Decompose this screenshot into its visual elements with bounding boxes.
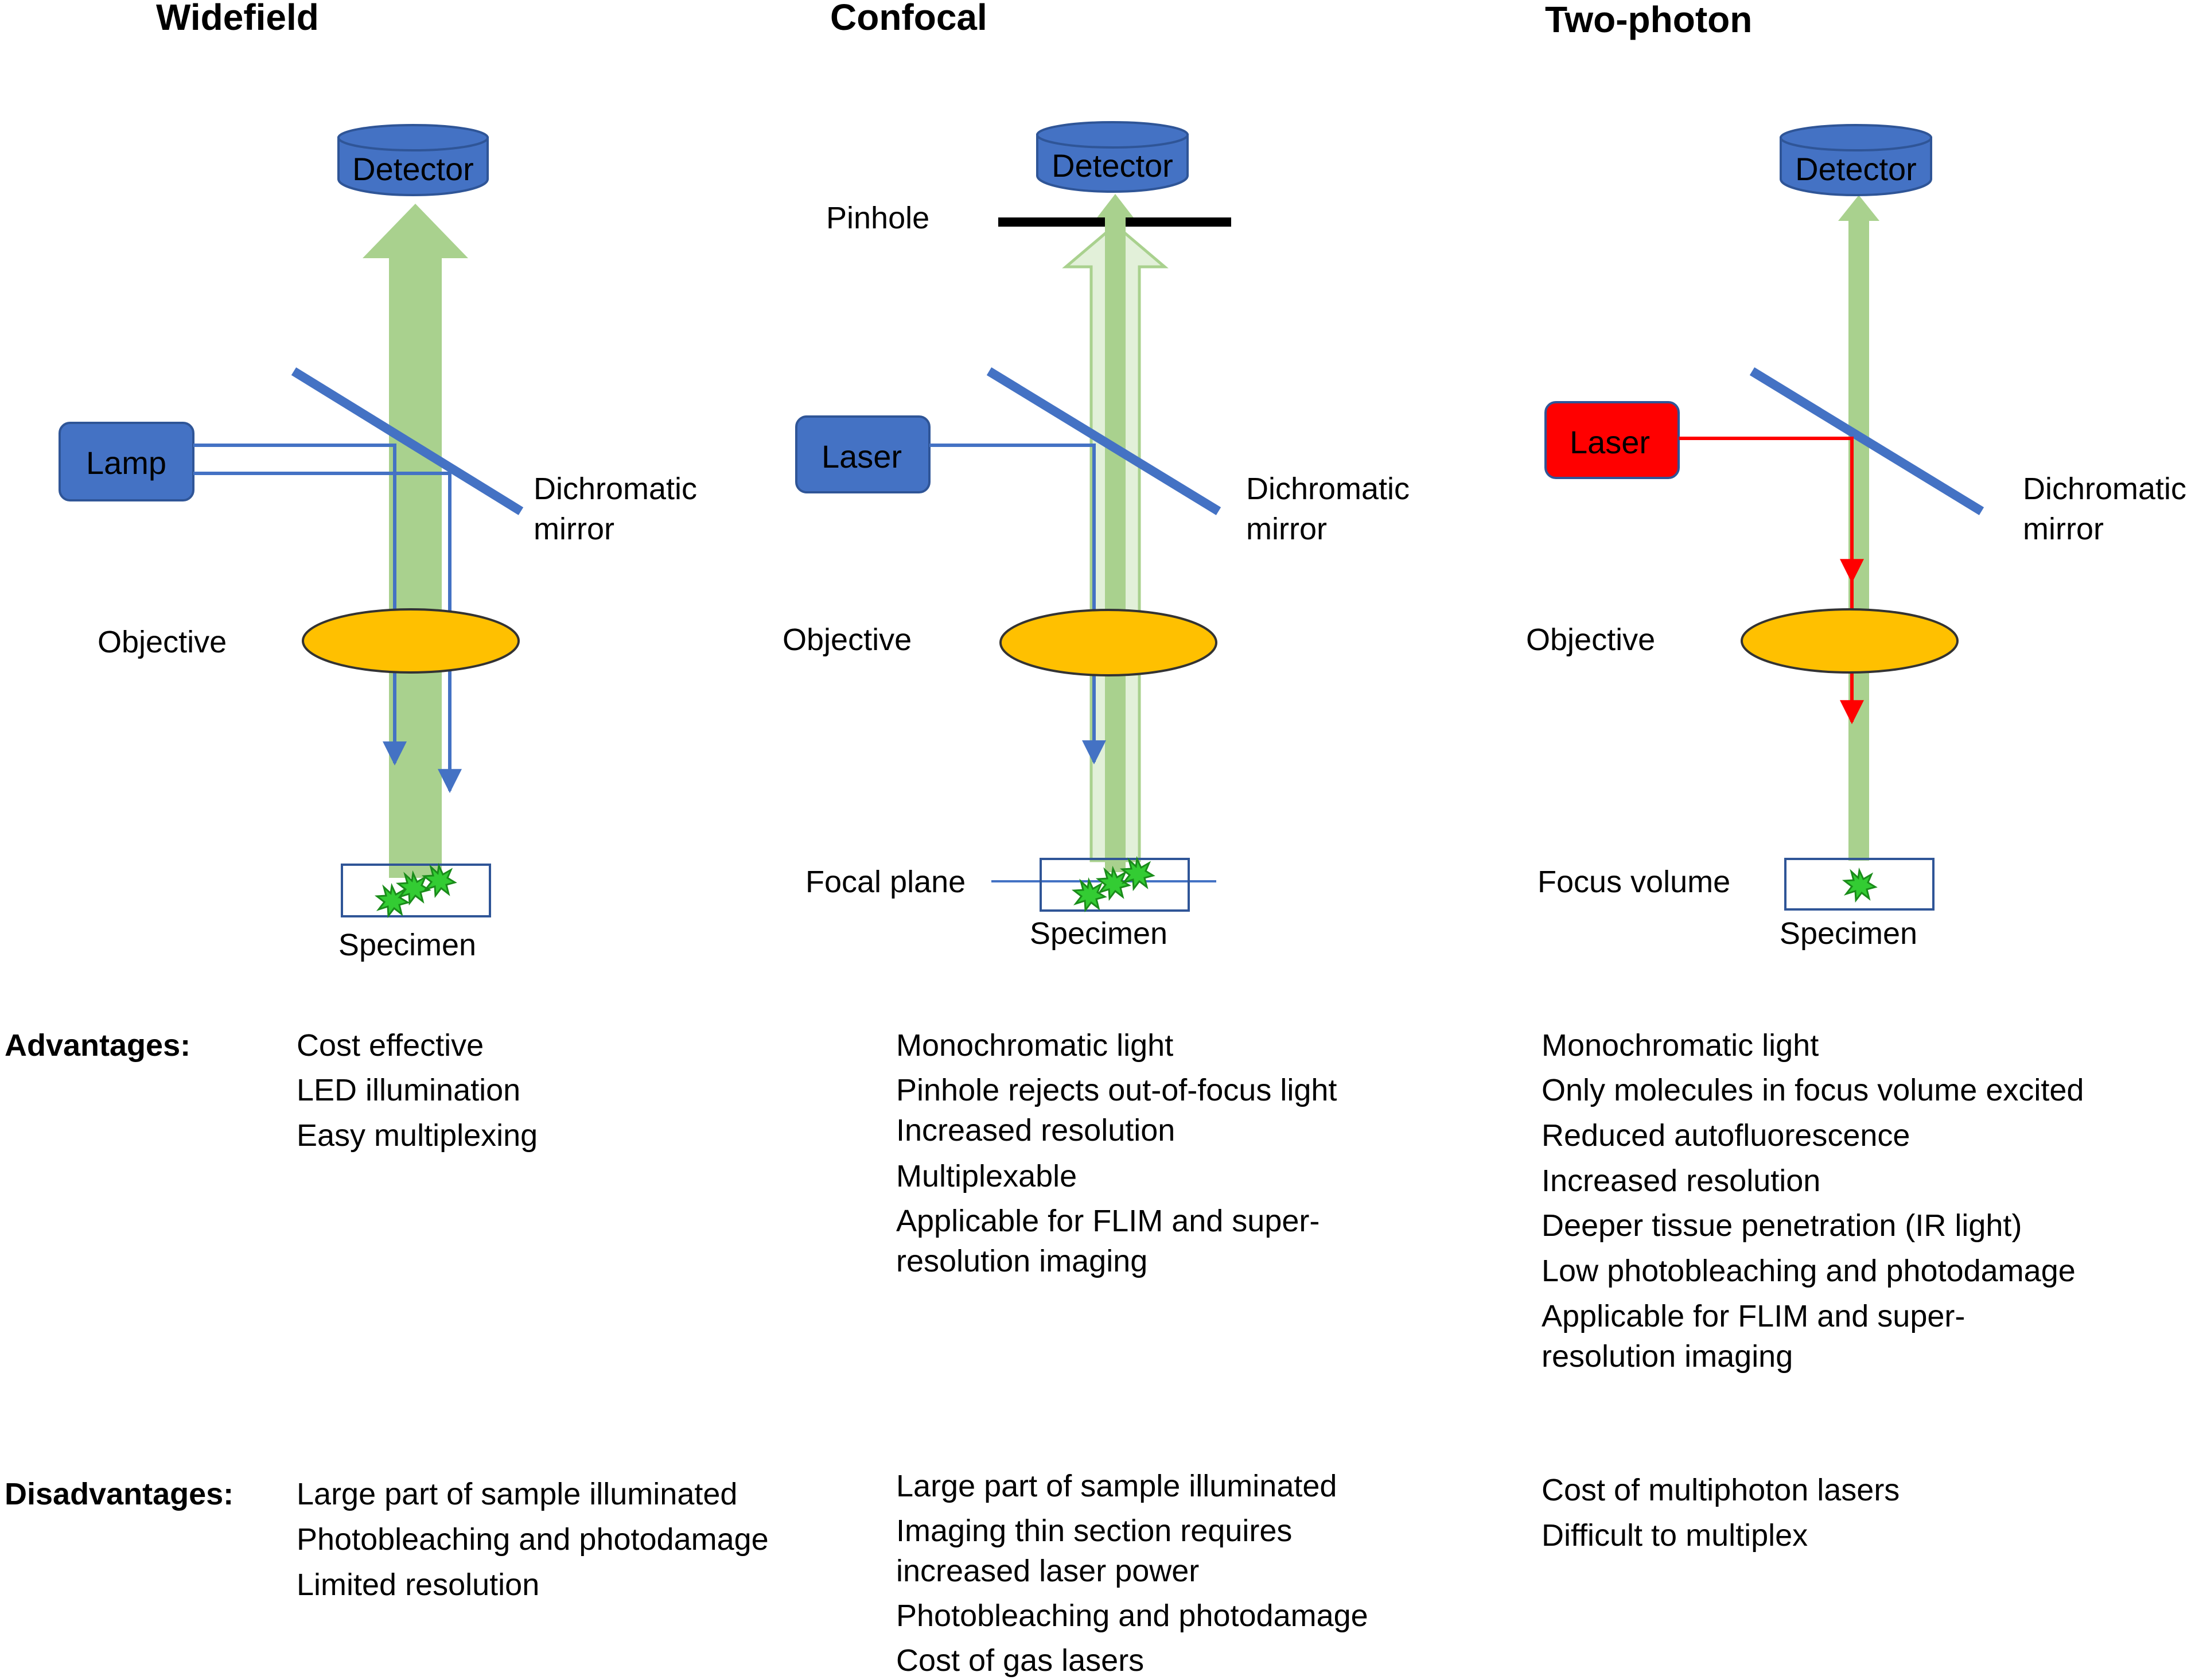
advantages-heading: Advantages:: [5, 1028, 190, 1063]
widefield-detector: Detector: [337, 124, 489, 196]
confocal-pinhole-label: Pinhole: [826, 201, 929, 235]
list-item: Deeper tissue penetration (IR light): [1542, 1208, 2022, 1243]
list-item: Low photobleaching and photodamage: [1542, 1254, 2076, 1288]
twophoton-mirror-label-1: Dichromatic: [2023, 472, 2186, 506]
list-item: Pinhole rejects out-of-focus light: [896, 1073, 1337, 1107]
list-item: increased laser power: [896, 1554, 1199, 1588]
advantages-twophoton-list: Monochromatic light Only molecules in fo…: [1542, 1028, 2084, 1374]
confocal-mirror-label-1: Dichromatic: [1246, 472, 1410, 506]
twophoton-emission-arrow: [1838, 195, 1879, 861]
list-item: resolution imaging: [896, 1244, 1147, 1278]
list-item: Increased resolution: [896, 1113, 1175, 1148]
list-item: LED illumination: [297, 1073, 520, 1107]
widefield-dichromatic-mirror: [291, 367, 524, 515]
twophoton-detector-label: Detector: [1795, 151, 1917, 187]
confocal-emission-arrow: [1096, 194, 1135, 872]
twophoton-objective-label: Objective: [1526, 623, 1655, 657]
list-item: Applicable for FLIM and super-: [896, 1204, 1320, 1238]
twophoton-excitation-beam: [1679, 437, 1864, 584]
list-item: Large part of sample illuminated: [896, 1469, 1337, 1503]
widefield-excitation-beam-1: [193, 444, 407, 766]
widefield-lamp-label: Lamp: [86, 445, 166, 481]
list-item: Only molecules in focus volume excited: [1542, 1073, 2084, 1107]
list-item: Large part of sample illuminated: [297, 1477, 737, 1511]
widefield-specimen-label: Specimen: [338, 928, 476, 962]
widefield-excitation-beam-2: [193, 472, 462, 794]
widefield-mirror-label-2: mirror: [534, 512, 614, 546]
widefield-mirror-label-1: Dichromatic: [534, 472, 697, 506]
confocal-title: Confocal: [830, 0, 987, 38]
confocal-laser-label: Laser: [822, 438, 902, 475]
list-item: Difficult to multiplex: [1542, 1518, 1808, 1553]
list-item: Photobleaching and photodamage: [896, 1599, 1368, 1633]
twophoton-setup: Detector Dichromatic mirror Laser Object…: [1526, 124, 2186, 951]
widefield-specimen-box: [341, 864, 491, 917]
disadvantages-widefield-list: Large part of sample illuminated Photobl…: [297, 1477, 769, 1602]
confocal-focal-plane-label: Focal plane: [805, 865, 966, 899]
widefield-emission-arrow: [363, 204, 468, 878]
confocal-specimen-label: Specimen: [1030, 916, 1167, 951]
disadvantages-confocal-list: Large part of sample illuminated Imaging…: [896, 1469, 1368, 1678]
disadvantages-twophoton-list: Cost of multiphoton lasers Difficult to …: [1542, 1473, 1900, 1553]
widefield-objective-label: Objective: [98, 625, 227, 659]
list-item: resolution imaging: [1542, 1339, 1793, 1374]
twophoton-laser-label: Laser: [1570, 424, 1650, 460]
twophoton-focus-volume-label: Focus volume: [1538, 865, 1730, 899]
twophoton-detector: Detector: [1780, 124, 1932, 196]
twophoton-mirror-label-2: mirror: [2023, 512, 2104, 546]
confocal-detector: Detector: [1036, 121, 1189, 193]
list-item: Reduced autofluorescence: [1542, 1118, 1910, 1153]
advantages-confocal-list: Monochromatic light Pinhole rejects out-…: [896, 1028, 1337, 1278]
list-item: Cost of multiphoton lasers: [1542, 1473, 1900, 1507]
list-item: Imaging thin section requires: [896, 1514, 1292, 1548]
confocal-setup: Pinhole Detector Dichromatic mirror Lase…: [783, 121, 1410, 951]
list-item: Multiplexable: [896, 1159, 1077, 1193]
confocal-objective-label: Objective: [783, 623, 912, 657]
widefield-lamp: [59, 422, 194, 501]
twophoton-specimen-label: Specimen: [1780, 916, 1917, 951]
twophoton-objective-lens: [1741, 608, 1959, 674]
disadvantages-heading: Disadvantages:: [5, 1477, 233, 1511]
confocal-specimen-box: [1040, 858, 1190, 912]
twophoton-specimen-box: [1784, 858, 1935, 911]
twophoton-dichromatic-mirror: [1749, 367, 1984, 515]
confocal-laser: [795, 415, 931, 493]
confocal-detector-label: Detector: [1052, 147, 1173, 184]
list-item: Cost of gas lasers: [896, 1643, 1144, 1678]
list-item: Easy multiplexing: [297, 1118, 538, 1153]
widefield-objective-lens: [302, 608, 520, 674]
confocal-mirror-label-2: mirror: [1246, 512, 1327, 546]
list-item: Increased resolution: [1542, 1164, 1820, 1198]
confocal-excitation-beam: [929, 444, 1106, 765]
list-item: Monochromatic light: [896, 1028, 1173, 1063]
list-item: Monochromatic light: [1542, 1028, 1819, 1063]
widefield-detector-label: Detector: [352, 151, 474, 187]
twophoton-title: Two-photon: [1545, 0, 1752, 40]
widefield-setup: Detector Dichromatic mirror Lamp Objecti…: [59, 124, 697, 962]
list-item: Limited resolution: [297, 1568, 539, 1602]
list-item: Applicable for FLIM and super-: [1542, 1299, 1965, 1333]
advantages-widefield-list: Cost effective LED illumination Easy mul…: [297, 1028, 538, 1153]
confocal-objective-lens: [999, 609, 1217, 676]
list-item: Cost effective: [297, 1028, 484, 1063]
widefield-title: Widefield: [156, 0, 319, 38]
list-item: Photobleaching and photodamage: [297, 1522, 769, 1557]
confocal-dichromatic-mirror: [986, 367, 1221, 515]
